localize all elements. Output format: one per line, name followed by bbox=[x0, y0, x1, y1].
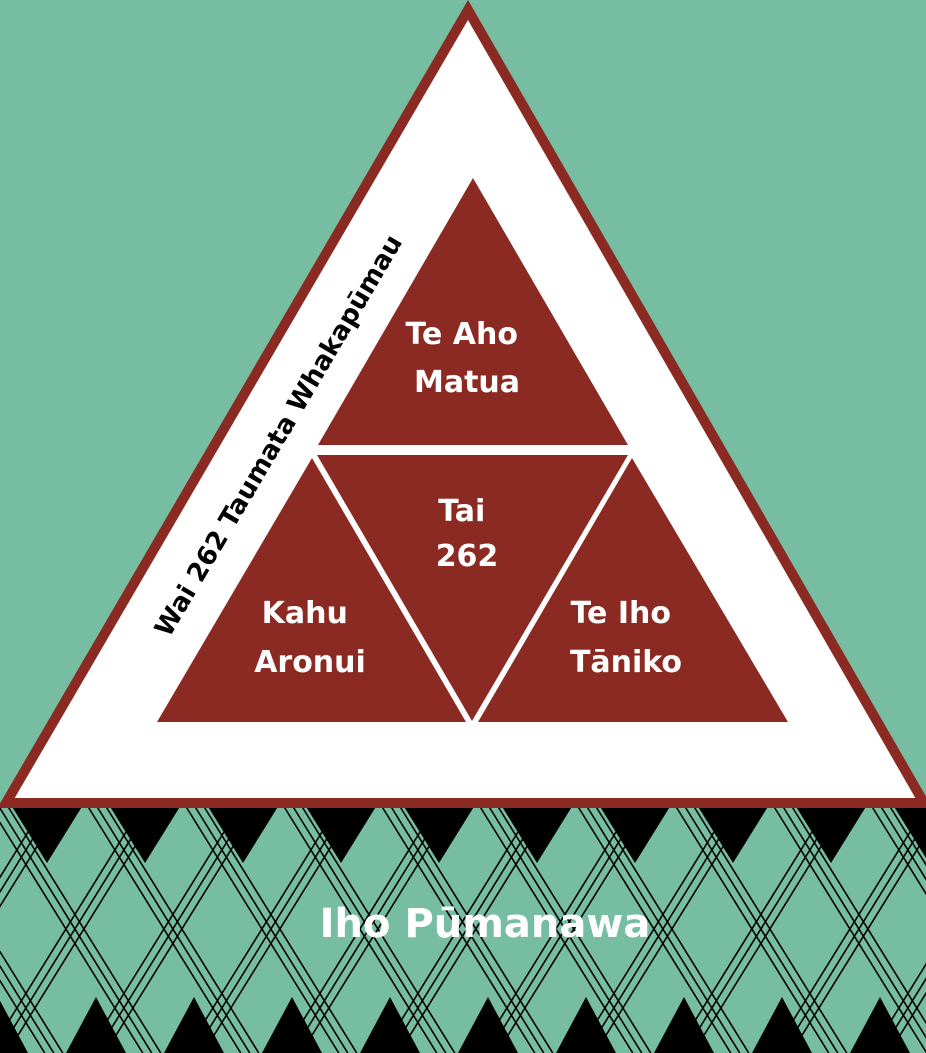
label-kahu-aronui-line1: Kahu bbox=[262, 596, 348, 631]
label-te-aho-matua-line2: Matua bbox=[414, 365, 520, 400]
label-tai-262-line2: 262 bbox=[436, 539, 499, 574]
label-te-aho-matua-line1: Te Aho bbox=[406, 317, 518, 352]
label-te-iho-taniko-line2: Tāniko bbox=[570, 645, 682, 680]
label-kahu-aronui-line2: Aronui bbox=[254, 645, 366, 680]
base-label-iho-pumanawa: Iho Pūmanawa bbox=[320, 901, 651, 947]
label-tai-262-line1: Tai bbox=[438, 494, 485, 529]
label-te-iho-taniko-line1: Te Iho bbox=[571, 596, 671, 631]
